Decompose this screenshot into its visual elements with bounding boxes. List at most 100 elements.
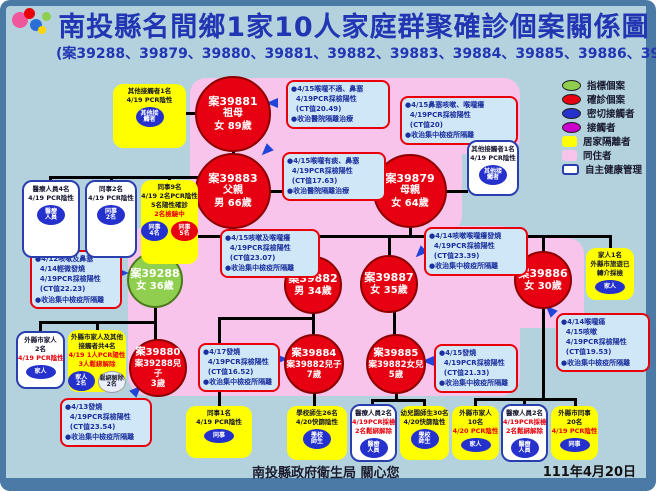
case-node-text: 案39288兒子 xyxy=(134,358,182,379)
symptom-box-39884: ●4/17發燒 4/19PCR採檢陽性 (CT值16.52)●收治集中檢疫所隔離 xyxy=(198,343,280,392)
symptom-line: (CT值16.52) xyxy=(203,368,254,377)
contact-box-line: 學校師生26名 xyxy=(296,409,338,417)
contact-oval-row: 醫療 人員 xyxy=(503,438,546,459)
connector-line xyxy=(154,234,611,238)
contact-role-oval: 家人 2名 xyxy=(68,371,95,392)
symptom-line: 4/19PCR採檢陽性 xyxy=(291,95,357,104)
contact-box-line: 外縣市同事 xyxy=(558,409,591,417)
case-node-text: 案39881 xyxy=(208,94,258,108)
connector-line xyxy=(387,235,391,257)
contact-role-oval: 家人 xyxy=(595,280,625,295)
symptom-line: ●收治集中檢疫所隔離 xyxy=(65,433,135,442)
contact-box-line: 4/19 PCR陰性 xyxy=(28,194,74,203)
symptom-line: ●4/14咳嗽喉嚨癢發燒 xyxy=(429,232,502,240)
footer-date: 111年4月20日 xyxy=(542,465,636,480)
contact-role-oval: 同事 xyxy=(204,429,234,444)
contact-box-line: 同事9名 xyxy=(157,183,182,191)
case-node-text: 案39879 xyxy=(385,171,435,185)
case-node-text: 祖母 xyxy=(223,108,243,120)
arrow-icon xyxy=(117,268,129,278)
contact-box-line: 10名 xyxy=(467,418,484,427)
contact-box-line: 同事1名 xyxy=(206,409,232,417)
contact-box-line: 4/19 2名PCR陰性 xyxy=(141,192,198,201)
legend-label: 自主健康管理 xyxy=(585,165,643,176)
legend-item: 確診個案 xyxy=(562,92,642,106)
contact-role-oval: 醫療 人員 xyxy=(37,205,65,226)
connector-line xyxy=(311,312,315,336)
contact-box-line: 家人1名 xyxy=(597,251,623,259)
symptom-line: (CT值22.23) xyxy=(35,285,86,294)
connector-line xyxy=(38,321,42,333)
contact-role-oval: 同事 5名 xyxy=(171,221,198,242)
contact-box-line: 4/19 PCR陰性 xyxy=(88,194,134,203)
legend-label: 同住者 xyxy=(583,151,612,162)
symptom-line: ●收治集中檢疫所隔離 xyxy=(429,262,499,271)
symptom-line: ●4/12咳嗽及鼻塞 xyxy=(35,255,94,263)
contact-box-line: 醫療人員2名 xyxy=(354,409,393,417)
legend-label: 指標個案 xyxy=(587,81,626,92)
contact-box-line: 4/20快篩陰性 xyxy=(403,418,446,427)
connector-line xyxy=(370,399,374,406)
contact-box-line: 其他接觸者1名 xyxy=(127,87,172,95)
case-node-text: 母親 xyxy=(400,185,420,197)
contact-oval-row: 學校 師生 xyxy=(400,429,449,450)
contact-role-oval: 學校 師生 xyxy=(303,429,331,450)
contact-oval-row: 家人 2名鬆綁解除 2名 xyxy=(68,371,126,394)
contact-box-line: 外縣市家人及其他 xyxy=(71,333,123,341)
symptom-box-39885: ●4/15發燒 4/19PCR採檢陽性 (CT值21.33)●收治集中檢疫所隔離 xyxy=(434,344,518,393)
legend-item: 居家隔離者 xyxy=(562,134,642,148)
contact-oval-row: 同事 2名 xyxy=(87,205,135,226)
contact-box-line: 外縣市家人 xyxy=(24,336,57,344)
symptom-line: 4/19PCR採檢陽性 xyxy=(429,242,495,251)
contact-oval-row: 同事 4名同事 5名 xyxy=(141,221,198,242)
contact-role-oval: 同事 2名 xyxy=(97,205,125,226)
case-node-text: 男 34歲 xyxy=(294,285,332,297)
symptom-line: 4/19PCR採檢陽性 xyxy=(405,111,471,120)
contact-box-line: 幼兒園師生30名 xyxy=(400,409,449,417)
contact-oval-row: 家人 xyxy=(18,365,63,380)
contact-box-line: 4/19 1人PCR陽性 xyxy=(68,351,126,360)
symptom-line: ●收治醫院隔離治療 xyxy=(287,187,350,196)
connector-line xyxy=(422,399,426,408)
contact-box-line: 外縣市家人 xyxy=(459,409,492,417)
case-node-text: 男 66歲 xyxy=(214,197,252,209)
contact-box-line: 同事2名 xyxy=(98,185,124,193)
contact-role-oval: 其他接 觸者 xyxy=(479,165,507,186)
contact-oval-row: 其他接 觸者 xyxy=(113,107,186,128)
symptom-line: (CT值21.33) xyxy=(439,369,490,378)
symptom-line: ●4/14喉嚨痛 xyxy=(561,318,606,326)
symptom-line: 4/15咳嗽 xyxy=(561,328,598,337)
legend-label: 居家隔離者 xyxy=(583,137,631,148)
symptom-box-39881: ●4/15喉嚨不適、鼻塞 4/19PCR採檢陽性 (CT值20.49)●收治醫院… xyxy=(286,80,390,129)
contact-box-line: 2名鬆綁解除 xyxy=(505,427,544,436)
legend-item: 自主健康管理 xyxy=(562,162,642,176)
contact-box-line: 醫療人員4名 xyxy=(32,185,70,193)
contact-box-line: 4/19PCR採檢 xyxy=(503,418,547,427)
symptom-line: (CT值23.07) xyxy=(225,254,276,263)
contact-oval-row: 醫療 人員 xyxy=(352,438,395,459)
connector-line xyxy=(48,176,52,183)
contact-role-oval: 同事 xyxy=(559,438,590,453)
symptom-line: ●4/13發燒 xyxy=(65,403,103,411)
case-node-text: 案39884 xyxy=(291,347,337,359)
contact-box-line: 4/19 PCR陰性 xyxy=(126,96,173,105)
contact-box-line: 20名 xyxy=(566,418,583,427)
contact-box-line: 2名 xyxy=(34,345,47,354)
contact-oval-row: 其他接 觸者 xyxy=(469,165,517,186)
symptom-line: 4/19PCR採檢陽性 xyxy=(439,359,505,368)
legend-item: 同住者 xyxy=(562,148,642,162)
case-node-text: 案39887 xyxy=(364,270,414,284)
case-node-text: 3歲 xyxy=(150,379,166,390)
connector-line xyxy=(371,398,425,402)
